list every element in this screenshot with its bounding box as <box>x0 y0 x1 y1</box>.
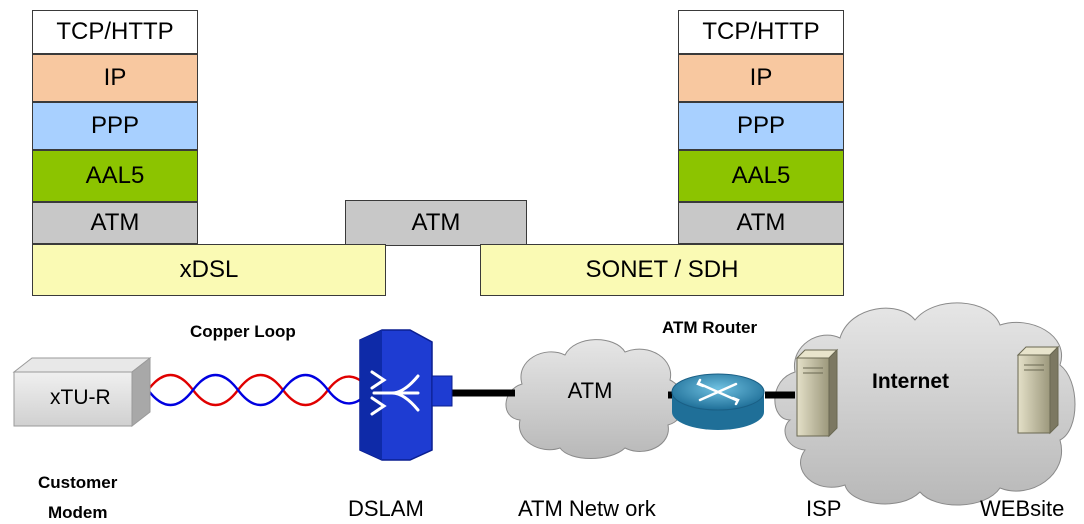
atm-router-label: ATM Router <box>662 318 758 337</box>
left-tcp-http-layer: TCP/HTTP <box>32 10 198 54</box>
copper-loop-label: Copper Loop <box>190 322 296 341</box>
modem-device <box>12 356 152 428</box>
atm-network-caption: ATM Netw ork <box>518 496 656 521</box>
copper-loop-wires <box>147 373 369 407</box>
right-aal5-layer: AAL5 <box>678 150 844 202</box>
isp-caption: ISP <box>806 496 842 521</box>
internet-label: Internet <box>872 370 950 393</box>
dslam-caption: DSLAM <box>348 496 424 521</box>
atm-cloud <box>505 339 685 459</box>
right-atm-layer: ATM <box>678 202 844 244</box>
middle-atm-layer: ATM <box>345 200 527 246</box>
website-server-icon <box>1016 345 1060 435</box>
dslam-device <box>359 329 453 461</box>
modem-label: xTU-R <box>50 386 111 409</box>
left-aal5-layer: AAL5 <box>32 150 198 202</box>
right-ppp-layer: PPP <box>678 102 844 150</box>
atm-cloud-label: ATM <box>567 378 613 403</box>
sonet-sdh-layer: SONET / SDH <box>480 244 844 296</box>
left-ip-layer: IP <box>32 54 198 102</box>
left-atm-layer: ATM <box>32 202 198 244</box>
left-ppp-layer: PPP <box>32 102 198 150</box>
right-ip-layer: IP <box>678 54 844 102</box>
right-tcp-http-layer: TCP/HTTP <box>678 10 844 54</box>
website-caption: WEBsite <box>980 496 1065 521</box>
modem-caption: Modem <box>48 503 108 522</box>
internet-cloud <box>774 302 1076 506</box>
atm-router-device <box>671 373 765 430</box>
xdsl-layer: xDSL <box>32 244 386 296</box>
customer-caption: Customer <box>38 473 118 492</box>
isp-server-icon <box>795 348 839 438</box>
